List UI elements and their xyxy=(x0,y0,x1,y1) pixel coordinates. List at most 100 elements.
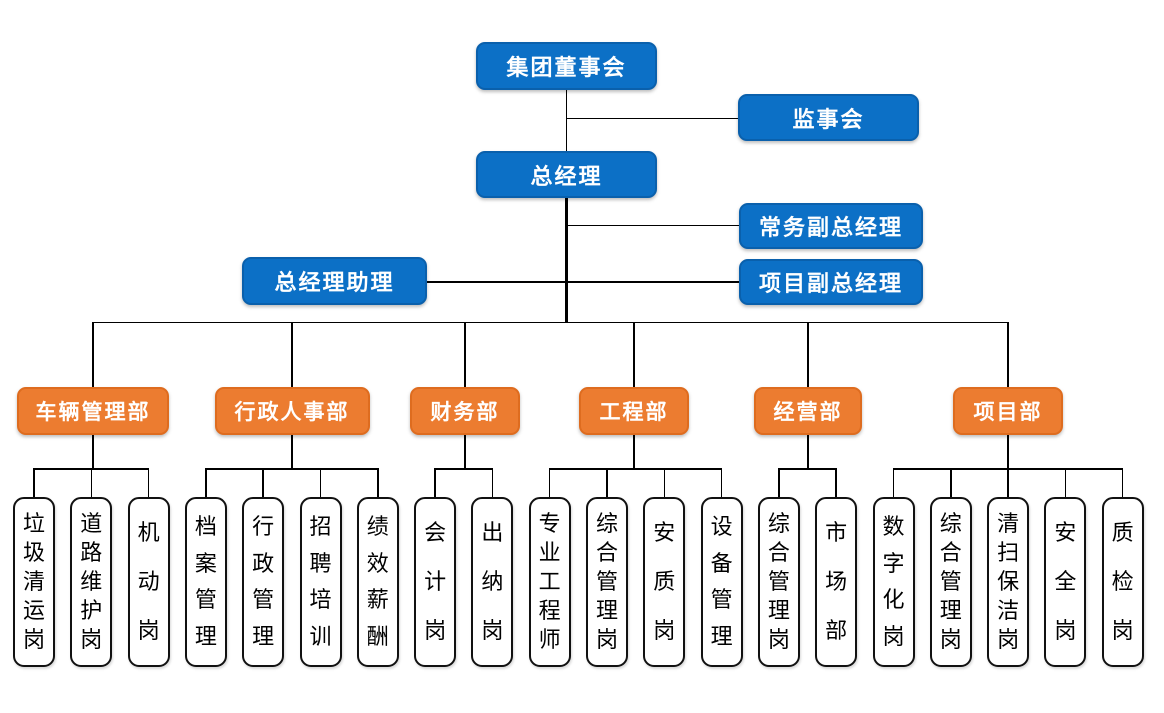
position-label-char: 岗 xyxy=(22,627,45,653)
org-node-position[interactable]: 会计岗 xyxy=(414,497,457,667)
position-label-char: 化 xyxy=(882,587,905,613)
connector-rail-to-position xyxy=(319,468,322,497)
org-node-supervisory-board[interactable]: 监事会 xyxy=(738,94,919,141)
org-node-general-manager[interactable]: 总经理 xyxy=(476,151,657,198)
org-node-position[interactable]: 道路维护岗 xyxy=(70,497,113,667)
position-label-char: 档 xyxy=(194,514,217,540)
position-label-char: 效 xyxy=(366,550,389,576)
position-label-char: 管 xyxy=(710,587,733,613)
position-label-char: 管 xyxy=(767,568,790,594)
org-node-position[interactable]: 专业工程师 xyxy=(528,497,571,667)
connector-department-stem xyxy=(291,435,293,468)
org-node-position[interactable]: 清扫保洁岗 xyxy=(987,497,1030,667)
org-node-department[interactable]: 财务部 xyxy=(410,387,520,435)
org-node-position[interactable]: 行政管理 xyxy=(242,497,285,667)
org-node-position[interactable]: 质检岗 xyxy=(1101,497,1144,667)
position-label-char: 全 xyxy=(1054,568,1077,594)
position-label-char: 出 xyxy=(481,520,504,546)
connector-rail-to-department xyxy=(633,322,635,387)
org-node-board[interactable]: 集团董事会 xyxy=(476,42,657,90)
position-label-char: 维 xyxy=(80,568,103,594)
position-label-char: 岗 xyxy=(939,627,962,653)
org-node-position[interactable]: 安质岗 xyxy=(643,497,686,667)
org-node-position[interactable]: 垃圾清运岗 xyxy=(13,497,55,667)
connector-department-stem xyxy=(807,435,809,468)
connector-rail-to-position xyxy=(892,468,895,497)
connector-rail-to-department xyxy=(464,322,466,387)
org-node-executive-deputy-gm[interactable]: 常务副总经理 xyxy=(739,203,923,249)
position-label-char: 保 xyxy=(997,568,1020,594)
position-label-char: 计 xyxy=(424,568,447,594)
org-node-position[interactable]: 综合管理岗 xyxy=(586,497,628,667)
org-node-position[interactable]: 机动岗 xyxy=(127,497,170,667)
org-node-position[interactable]: 设备管理 xyxy=(700,497,743,667)
connector-rail-to-position xyxy=(778,468,780,497)
connector-rail-to-position xyxy=(147,468,150,497)
position-label-char: 机 xyxy=(137,520,160,546)
position-label-char: 会 xyxy=(424,520,447,546)
position-label-char: 岗 xyxy=(137,617,160,643)
position-label-char: 岗 xyxy=(767,627,790,653)
position-label-char: 理 xyxy=(252,623,275,649)
position-label-char: 合 xyxy=(595,539,618,565)
position-label-char: 路 xyxy=(80,539,103,565)
position-label-char: 理 xyxy=(710,623,733,649)
position-label-char: 市 xyxy=(825,520,848,546)
org-node-department[interactable]: 工程部 xyxy=(579,387,689,435)
position-label-char: 动 xyxy=(137,568,160,594)
position-label-char: 安 xyxy=(1054,520,1077,546)
org-node-position[interactable]: 市场部 xyxy=(815,497,858,667)
org-node-position[interactable]: 绩效薪酬 xyxy=(356,497,399,667)
connector-positions-rail xyxy=(549,468,722,470)
org-node-department[interactable]: 经营部 xyxy=(754,387,862,435)
org-node-department[interactable]: 车辆管理部 xyxy=(17,387,169,435)
position-label-char: 管 xyxy=(194,587,217,613)
org-node-position[interactable]: 档案管理 xyxy=(184,497,227,667)
position-label-char: 绩 xyxy=(366,514,389,540)
position-label-char: 招 xyxy=(309,514,332,540)
connector-rail-to-department xyxy=(807,322,809,387)
position-label-char: 培 xyxy=(309,587,332,613)
connector-rail-to-position xyxy=(548,468,551,497)
position-label-char: 理 xyxy=(939,598,962,624)
org-node-position[interactable]: 出纳岗 xyxy=(471,497,514,667)
position-label-char: 行 xyxy=(252,514,275,540)
position-label-char: 薪 xyxy=(366,587,389,613)
position-label-char: 案 xyxy=(194,550,217,576)
org-node-position[interactable]: 综合管理岗 xyxy=(929,497,972,667)
connector-rail-to-position xyxy=(90,468,93,497)
position-label-char: 业 xyxy=(538,539,561,565)
org-node-position[interactable]: 综合管理岗 xyxy=(757,497,800,667)
position-label-char: 质 xyxy=(653,568,676,594)
position-label-char: 理 xyxy=(194,623,217,649)
connector-rail-to-position xyxy=(1007,468,1009,497)
position-label-char: 岗 xyxy=(595,627,618,653)
position-label-char: 道 xyxy=(80,510,103,536)
position-label-char: 洁 xyxy=(997,598,1020,624)
position-label-char: 垃 xyxy=(22,510,45,536)
connector-to-gm-assistant xyxy=(427,281,566,283)
org-node-department[interactable]: 行政人事部 xyxy=(214,387,370,435)
org-node-position[interactable]: 数字化岗 xyxy=(872,497,915,667)
position-label-char: 运 xyxy=(22,598,45,624)
position-label-char: 设 xyxy=(710,514,733,540)
connector-department-stem xyxy=(92,435,94,468)
connector-rail-to-position xyxy=(950,468,952,497)
org-node-department[interactable]: 项目部 xyxy=(953,387,1063,435)
position-label-char: 岗 xyxy=(997,627,1020,653)
position-label-char: 岗 xyxy=(424,617,447,643)
position-label-char: 管 xyxy=(939,568,962,594)
org-node-position[interactable]: 安全岗 xyxy=(1044,497,1087,667)
org-node-project-deputy-gm[interactable]: 项目副总经理 xyxy=(739,259,923,305)
position-label-char: 清 xyxy=(22,568,45,594)
position-label-char: 专 xyxy=(538,510,561,536)
connector-rail-to-position xyxy=(205,468,207,497)
position-label-char: 程 xyxy=(538,598,561,624)
position-label-char: 检 xyxy=(1111,568,1134,594)
connector-rail-to-position xyxy=(720,468,723,497)
org-node-gm-assistant[interactable]: 总经理助理 xyxy=(242,257,427,305)
connector-rail-to-position xyxy=(434,468,436,497)
org-node-position[interactable]: 招聘培训 xyxy=(299,497,342,667)
connector-department-stem xyxy=(464,435,466,468)
